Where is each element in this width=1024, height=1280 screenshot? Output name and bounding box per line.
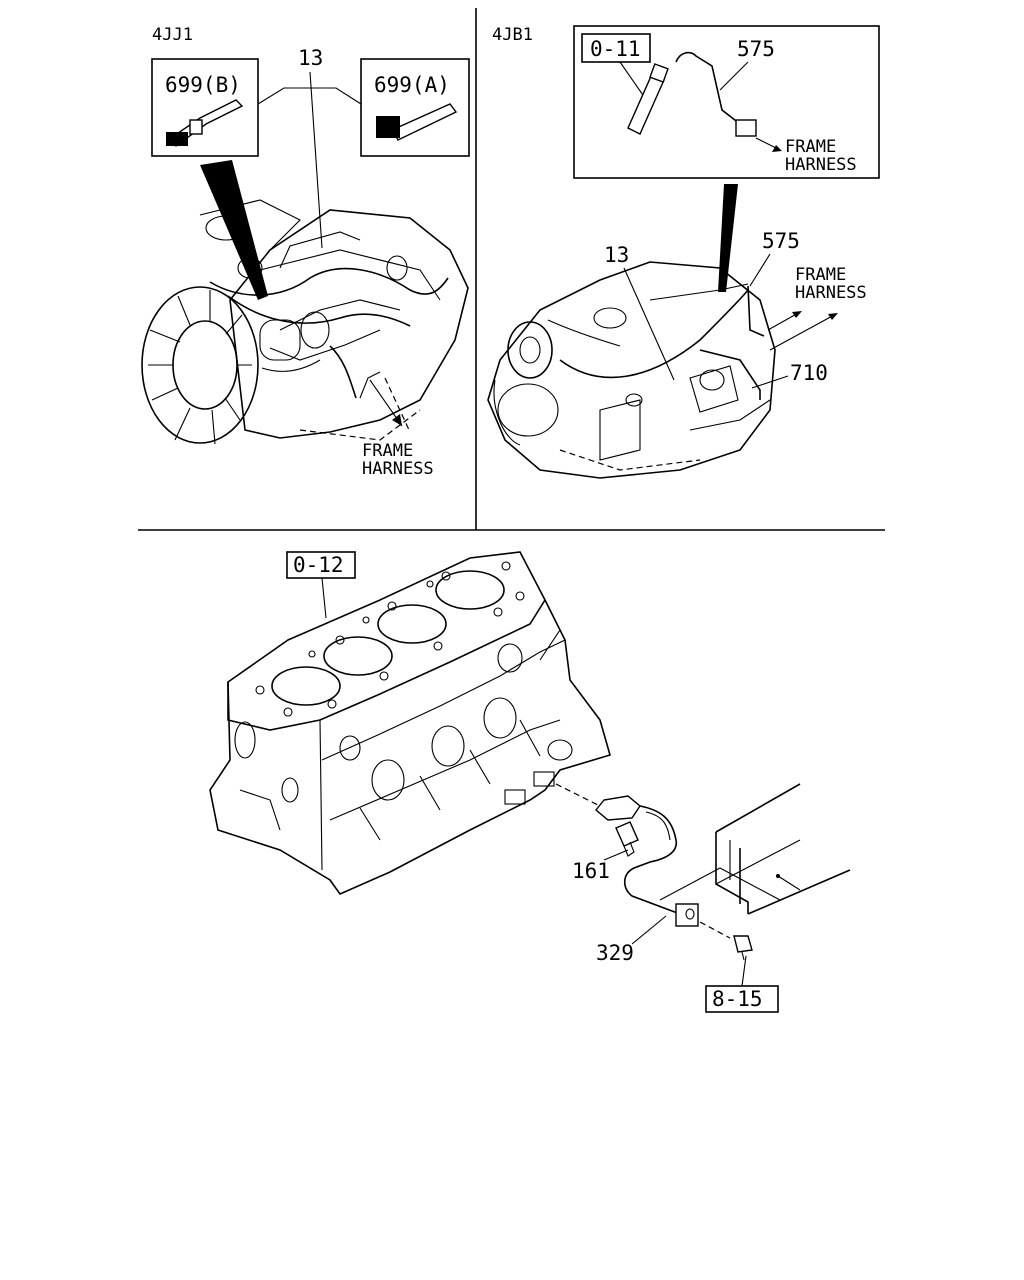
engine-4jb1-illustration xyxy=(487,261,776,479)
callout-710[interactable]: 710 xyxy=(790,361,828,385)
callout-699b[interactable]: 699(B) xyxy=(165,73,241,97)
inset-box-699b xyxy=(151,58,259,157)
pointer-arrow-4jj1 xyxy=(200,160,268,300)
panel-4jj1: 4JJ1 699(B) 699(A) 13 xyxy=(141,25,470,479)
inset-frame-label: FRAME xyxy=(785,137,836,157)
panel-cylinder-block: 0-12 xyxy=(209,551,851,1013)
frame-mount-dash xyxy=(699,921,731,939)
frame-rail-illustration xyxy=(659,783,851,915)
callout-699a[interactable]: 699(A) xyxy=(374,73,450,97)
callout-161[interactable]: 161 xyxy=(572,859,610,883)
pointer-arrow-4jb1 xyxy=(718,184,738,292)
callout-575-main[interactable]: 575 xyxy=(762,229,800,253)
inset-box-glow-plug xyxy=(573,25,880,179)
callout-13-4jb1[interactable]: 13 xyxy=(604,243,629,267)
leader-575-inset xyxy=(719,61,749,91)
leader-8-15 xyxy=(741,955,747,987)
callout-575-inset[interactable]: 575 xyxy=(737,37,775,61)
ground-cable-329-icon xyxy=(595,795,699,927)
panel-4jb1: 4JB1 0-11 575 FRAME HARNESS xyxy=(487,25,880,479)
glow-lead-icon xyxy=(675,51,757,137)
bracket-13-699 xyxy=(257,87,362,105)
frame-harness-dash xyxy=(384,377,411,433)
frame-arrow-2 xyxy=(769,313,837,351)
leader-329 xyxy=(631,915,667,945)
arrowhead xyxy=(772,145,782,152)
engine-label-4jj1: 4JJ1 xyxy=(152,25,193,45)
inset-harness-label: HARNESS xyxy=(785,155,857,175)
leader-575-main xyxy=(749,253,771,287)
label-harness-4jj1: HARNESS xyxy=(362,459,434,479)
glow-plug-icon xyxy=(627,63,669,135)
leader-710 xyxy=(751,375,789,389)
bolt-161-icon xyxy=(615,821,639,857)
engine-label-4jb1: 4JB1 xyxy=(492,25,533,45)
ref-0-12[interactable]: 0-12 xyxy=(293,553,344,577)
leader-13-4jj1 xyxy=(309,71,323,249)
leader-161 xyxy=(603,849,629,861)
arrowhead xyxy=(828,313,838,320)
ref-0-11[interactable]: 0-11 xyxy=(590,37,641,61)
mount-dash-line xyxy=(555,783,601,807)
ref-box-0-12[interactable] xyxy=(286,551,356,579)
cylinder-block-illustration xyxy=(209,551,611,895)
label-harness-4jb1: HARNESS xyxy=(795,283,867,303)
inset-box-699a xyxy=(360,58,470,157)
callout-13-4jj1[interactable]: 13 xyxy=(298,46,323,70)
arrowhead xyxy=(392,414,402,426)
callout-329[interactable]: 329 xyxy=(596,941,634,965)
label-frame-4jj1: FRAME xyxy=(362,441,413,461)
clip-b-icon xyxy=(166,99,244,147)
frame-bolt-icon xyxy=(733,935,753,961)
ref-box-0-11[interactable] xyxy=(581,33,651,63)
leader-0-11 xyxy=(619,61,646,99)
engine-4jj1-illustration xyxy=(141,199,469,445)
arrowhead xyxy=(792,311,802,318)
ref-8-15[interactable]: 8-15 xyxy=(712,987,763,1011)
leader-13-4jb1 xyxy=(623,267,675,381)
glow-lead-wire xyxy=(747,285,765,337)
clip-a-icon xyxy=(376,103,458,141)
leader-0-12 xyxy=(321,577,327,619)
label-frame-4jb1: FRAME xyxy=(795,265,846,285)
